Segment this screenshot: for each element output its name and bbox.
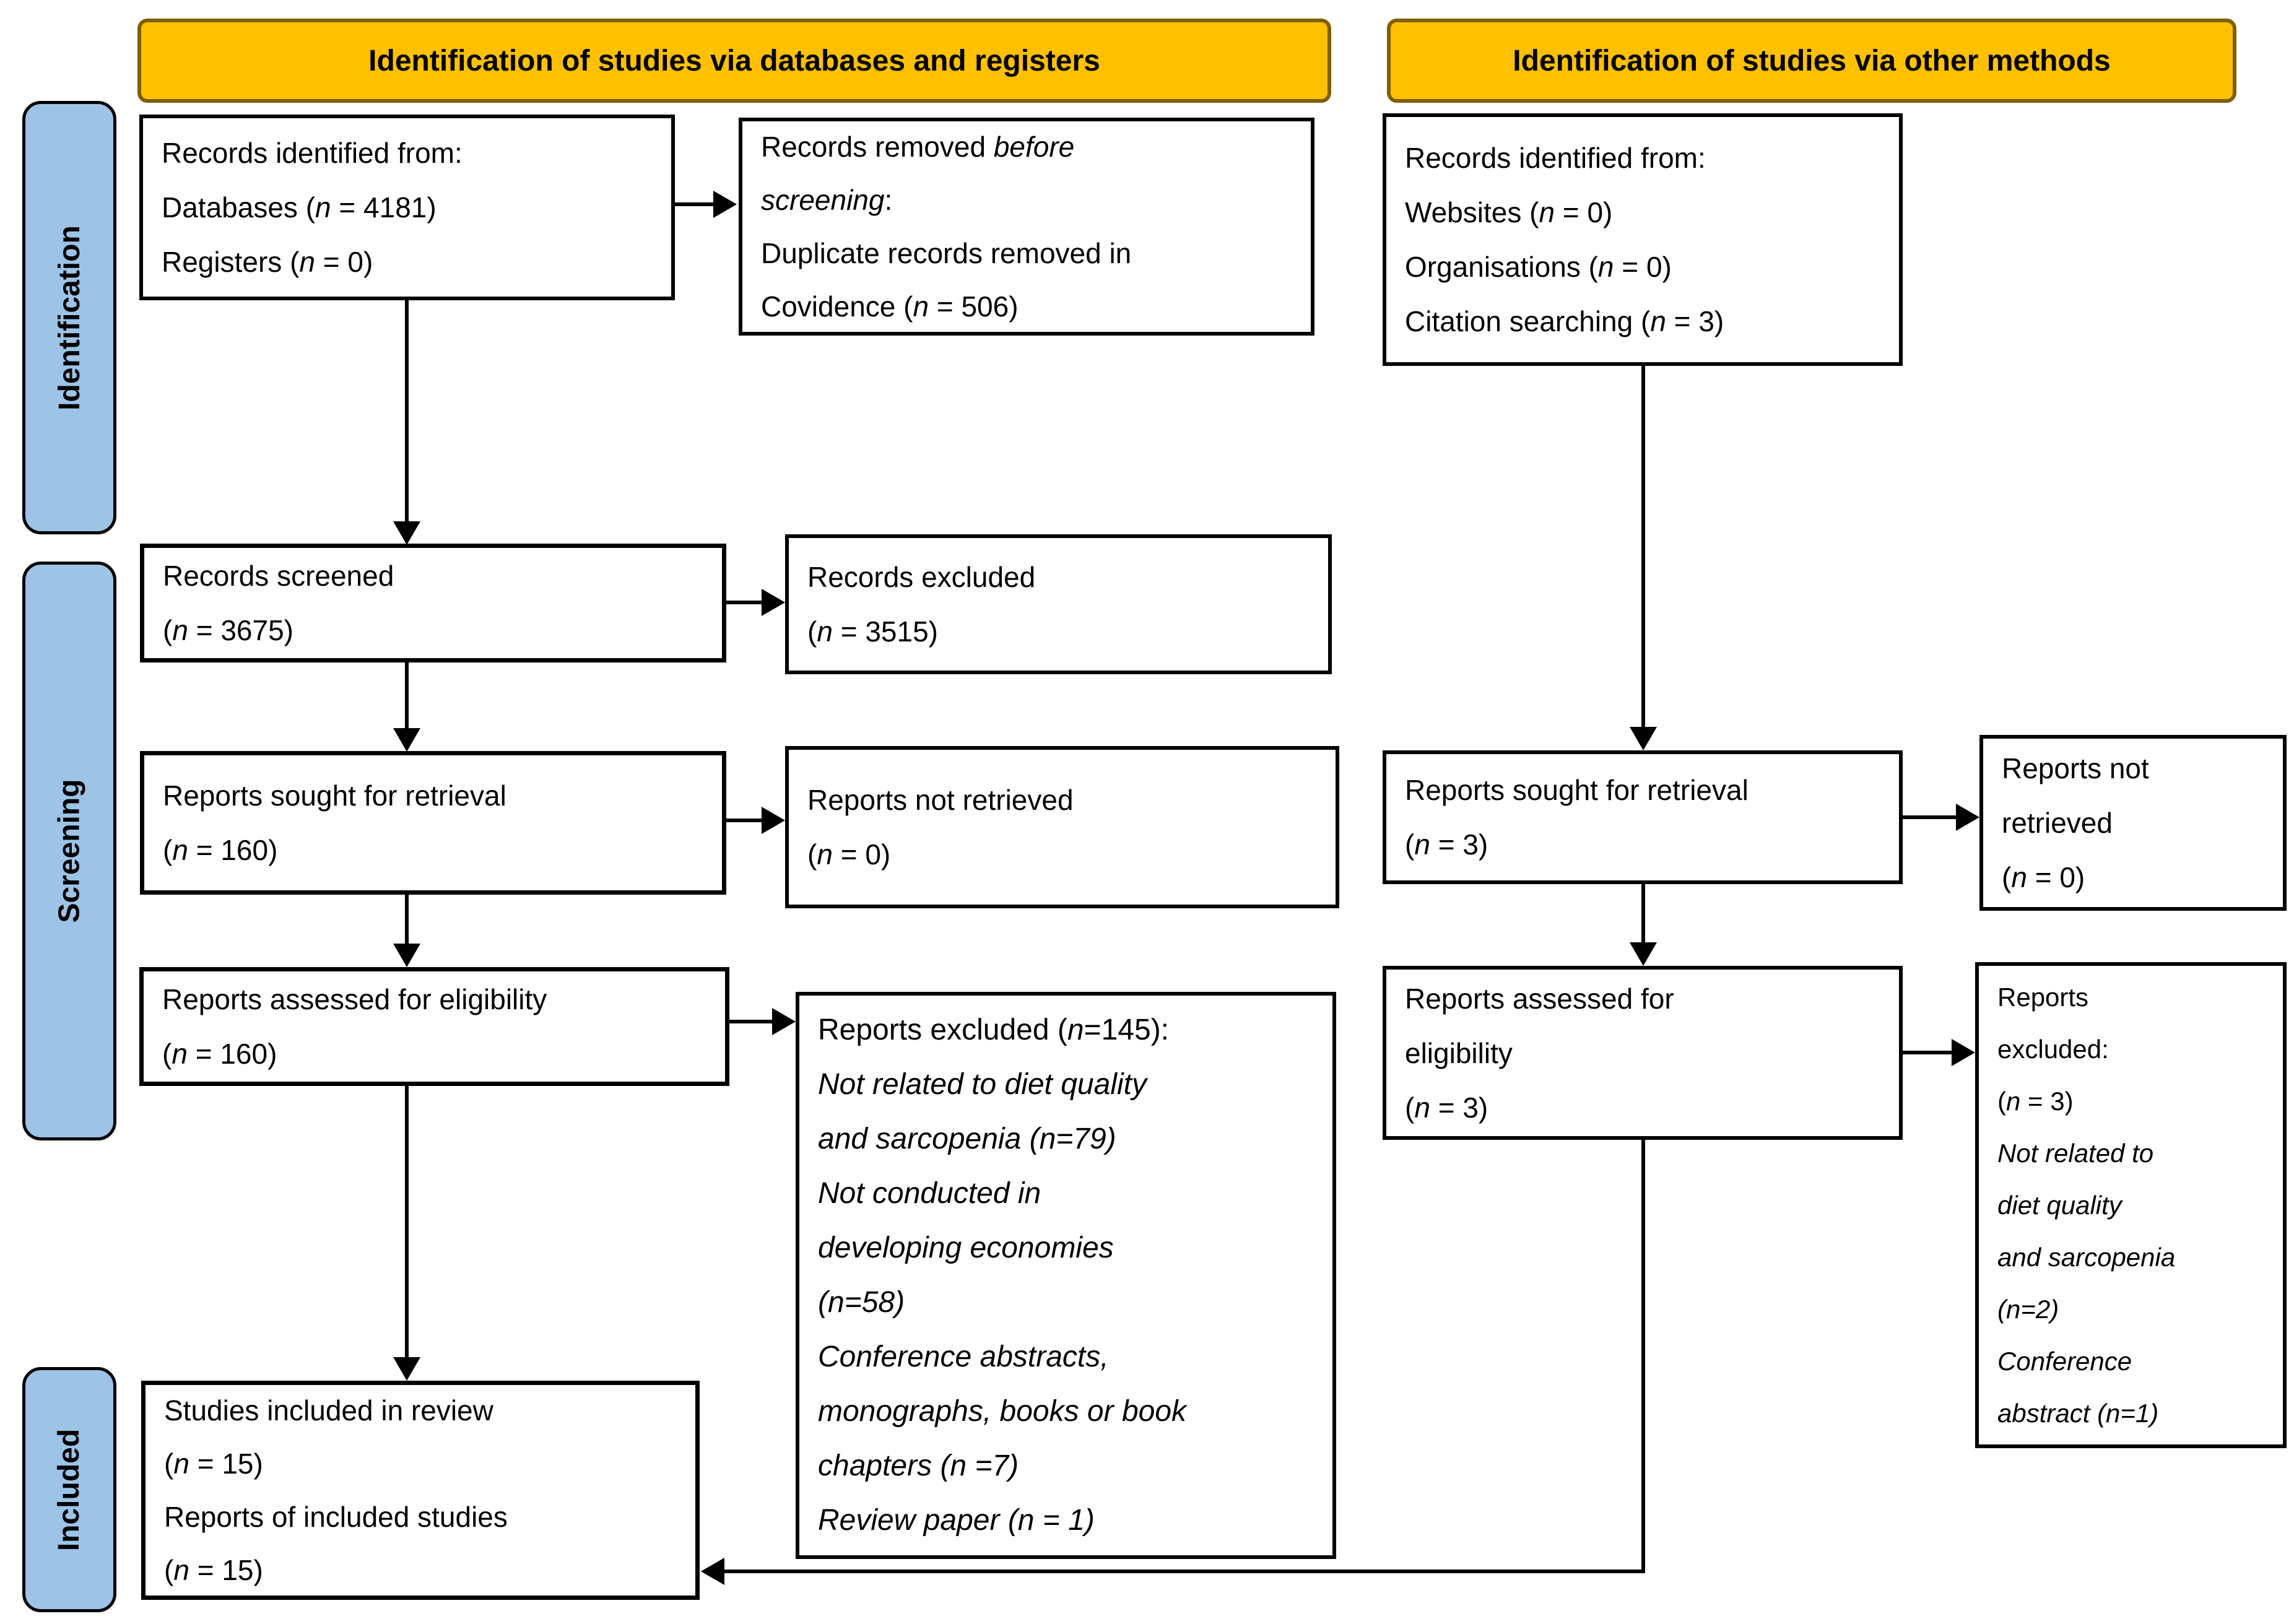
box-records-identified-databases: Records identified from:Databases (n = 4…: [139, 115, 675, 300]
arrow-sought-to-notretrieved-head: [762, 807, 785, 834]
arrow-assessed-to-excluded-head: [772, 1008, 796, 1035]
box-studies-included-review: Studies included in review(n = 15)Report…: [141, 1381, 700, 1600]
arrow-identified-to-removed-line: [675, 202, 713, 206]
arrow-other-assessed-to-included-vline: [1641, 1140, 1645, 1573]
header-databases-registers: Identification of studies via databases …: [137, 19, 1331, 103]
arrow-assessed-to-included-head: [393, 1357, 420, 1381]
arrow-screened-to-sought-head: [393, 728, 420, 752]
stage-label-included-text: Included: [53, 1428, 86, 1551]
box-reports-sought-retrieval: Reports sought for retrieval(n = 160): [140, 751, 726, 895]
arrow-other-assessed-to-included-hline: [724, 1570, 1645, 1573]
stage-label-identification: Identification: [22, 101, 116, 534]
box-reports-not-retrieved: Reports not retrieved(n = 0): [785, 746, 1339, 908]
stage-label-included: Included: [22, 1367, 116, 1612]
arrow-other-sought-to-assessed-head: [1630, 942, 1657, 966]
header-other-methods: Identification of studies via other meth…: [1387, 19, 2236, 103]
box-records-identified-other-methods: Records identified from:Websites (n = 0)…: [1383, 113, 1903, 366]
arrow-other-assessed-to-included-head: [701, 1558, 724, 1585]
arrow-other-identified-to-sought-head: [1630, 727, 1657, 750]
arrow-other-sought-to-notretrieved-head: [1956, 804, 1979, 831]
arrow-sought-to-assessed-head: [393, 944, 420, 967]
arrow-screened-to-excluded-head: [762, 589, 785, 616]
stage-label-screening: Screening: [22, 562, 116, 1140]
box-reports-assessed-eligibility: Reports assessed for eligibility(n = 160…: [139, 967, 729, 1086]
arrow-identified-to-screened-head: [393, 521, 420, 545]
arrow-identified-to-screened-line: [405, 300, 409, 521]
box-records-screened: Records screened(n = 3675): [140, 544, 726, 662]
arrow-identified-to-removed-head: [713, 191, 737, 218]
arrow-sought-to-assessed-line: [405, 895, 409, 945]
box-reports-excluded-reasons: Reports excluded (n=145):Not related to …: [796, 992, 1336, 1559]
arrow-other-assessed-to-excluded-line: [1903, 1051, 1952, 1054]
arrow-assessed-to-excluded-line: [729, 1020, 772, 1023]
box-records-excluded: Records excluded(n = 3515): [785, 534, 1332, 674]
arrow-sought-to-notretrieved-line: [726, 819, 762, 822]
arrow-other-identified-to-sought-line: [1641, 366, 1645, 728]
box-reports-sought-retrieval-other: Reports sought for retrieval(n = 3): [1383, 750, 1903, 884]
arrow-assessed-to-included-line: [405, 1086, 409, 1358]
arrow-other-sought-to-notretrieved-line: [1903, 815, 1956, 819]
arrow-other-sought-to-assessed-line: [1641, 884, 1645, 944]
arrow-screened-to-sought-line: [405, 662, 409, 729]
stage-label-identification-text: Identification: [53, 225, 86, 410]
arrow-screened-to-excluded-line: [726, 601, 762, 604]
stage-label-screening-text: Screening: [53, 779, 86, 923]
arrow-other-assessed-to-excluded-head: [1952, 1039, 1975, 1066]
